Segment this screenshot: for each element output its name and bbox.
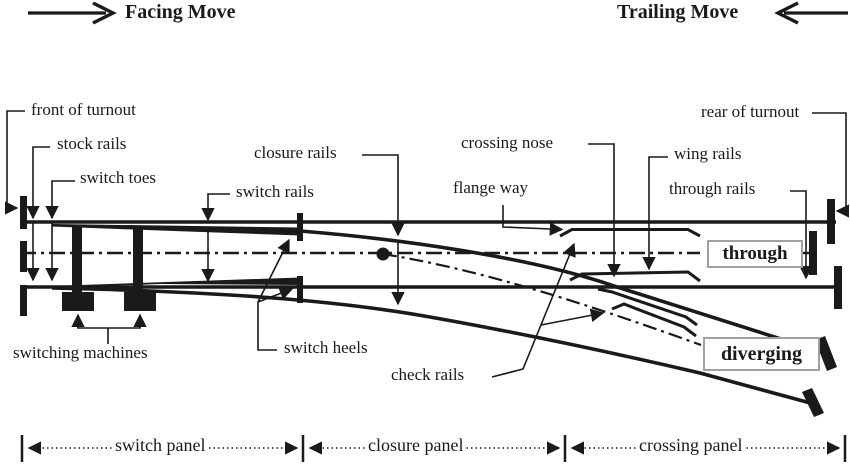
stock-rails-label: stock rails [55, 134, 129, 153]
closure-panel-label: closure panel [366, 435, 466, 455]
frog-assembly [559, 228, 701, 338]
switch-panel-label: switch panel [113, 435, 208, 455]
switching-machines-label: switching machines [11, 343, 150, 362]
switching-machines-group [62, 227, 156, 344]
leader-rear-of-turnout [812, 112, 850, 218]
leader-wing-rails [642, 156, 668, 271]
diverging-route-box: diverging [703, 337, 820, 371]
through-track-rails [20, 220, 841, 289]
curved-stock-and-diverging-lower-rail [51, 286, 815, 406]
switch-machine-box-2 [124, 292, 156, 311]
leader-switch-rails-1 [201, 193, 230, 222]
facing-move-arrow [28, 1, 117, 25]
move-arrows [28, 1, 848, 25]
rear-end-bar-bottom [834, 266, 842, 309]
switch-toes-label: switch toes [78, 168, 159, 187]
closure-rails-label: closure rails [252, 143, 339, 162]
panel-dimension-line [20, 435, 847, 462]
through-rails-label: through rails [667, 179, 758, 198]
rear-of-turnout-label: rear of turnout [699, 102, 802, 121]
wing-rails-label: wing rails [672, 144, 744, 163]
leader-front-of-turnout [4, 110, 25, 215]
leader-lines [4, 110, 850, 378]
check-rail-lower [611, 302, 697, 338]
through-route-box: through [707, 240, 803, 268]
leader-crossing-nose [588, 143, 621, 278]
front-end-bar-bottom [20, 285, 27, 316]
front-of-turnout-label: front of turnout [29, 100, 138, 119]
crossing-nose-label: crossing nose [459, 133, 556, 152]
trailing-move-arrow [774, 1, 848, 25]
check-rails-label: check rails [389, 365, 467, 384]
crossing-panel-label: crossing panel [637, 435, 745, 455]
leader-switch-heels-top [257, 238, 290, 303]
switch-points [52, 213, 303, 303]
track-centerlines [20, 247, 810, 347]
trailing-move-label: Trailing Move [617, 1, 739, 23]
top-switch-heel-mark [297, 213, 303, 241]
switch-heels-label: switch heels [282, 338, 370, 357]
diverging-upper-end-bar [815, 336, 837, 371]
bottom-switch-heel-mark [297, 276, 303, 303]
switch-machine-rod-2 [133, 227, 143, 292]
wing-rail-lower [597, 287, 698, 327]
flange-way-label: flange way [451, 178, 531, 197]
bottom-switch-rail [52, 277, 300, 288]
leader-closure-rails-1 [362, 154, 405, 237]
rear-end-bar-top [827, 199, 835, 244]
leader-check-rails-main [491, 242, 576, 378]
leader-flange-way [502, 205, 564, 236]
check-rail-top [559, 228, 701, 238]
diverging-rails [51, 229, 823, 406]
facing-move-label: Facing Move [125, 1, 236, 23]
upper-closure-and-diverging-rail [299, 229, 823, 354]
leader-switch-heels-bottom [257, 287, 294, 303]
diverging-centerline [382, 252, 702, 347]
centerline-junction-dot [376, 247, 390, 261]
switch-machine-box-1 [62, 292, 94, 311]
leader-switch-heels-stem [257, 302, 277, 351]
front-end-bar-mid [20, 241, 27, 272]
top-switch-rail [52, 224, 300, 236]
switch-rails-label: switch rails [234, 182, 316, 201]
leader-through-rails [790, 190, 813, 280]
leader-stock-rails-1 [26, 146, 50, 220]
rear-end-bar-centerline [809, 231, 817, 275]
leader-check-rails-branch [540, 308, 605, 326]
wing-rail-upper [569, 270, 701, 283]
front-end-bar-top [20, 196, 27, 229]
switch-machine-rod-1 [72, 227, 82, 292]
switching-machines-bracket [77, 321, 141, 344]
leader-switch-toes-1 [45, 180, 75, 220]
